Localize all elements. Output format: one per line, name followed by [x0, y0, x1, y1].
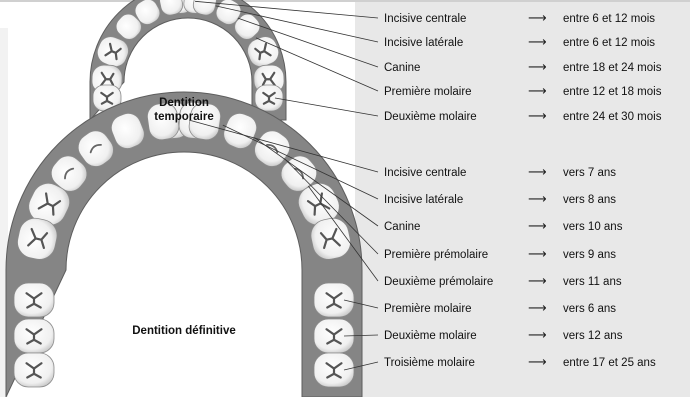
perm-tooth-right	[314, 353, 354, 387]
perm-age-label: vers 7 ans	[563, 167, 616, 179]
perm-age-label: vers 8 ans	[563, 194, 616, 206]
arrow-icon: ⟶	[528, 165, 547, 180]
perm-age-label: entre 17 et 25 ans	[563, 357, 656, 369]
perm-tooth-label: Deuxième molaire	[384, 330, 477, 342]
arrow-icon: ⟶	[528, 109, 547, 124]
permanent-title: Dentition définitive	[132, 325, 236, 337]
perm-age-label: vers 9 ans	[563, 249, 616, 261]
temporary-title-line1: Dentition	[159, 97, 209, 109]
arrow-icon: ⟶	[528, 35, 547, 50]
perm-age-label: vers 10 ans	[563, 221, 623, 233]
arrow-icon: ⟶	[528, 355, 547, 370]
perm-tooth-label: Incisive latérale	[384, 194, 463, 206]
arrow-icon: ⟶	[528, 274, 547, 289]
temp-tooth-label: Incisive latérale	[384, 37, 463, 49]
arrow-icon: ⟶	[528, 11, 547, 26]
temp-age-label: entre 24 et 30 mois	[563, 111, 662, 123]
perm-age-label: vers 11 ans	[563, 276, 622, 288]
perm-tooth-label: Troisième molaire	[384, 357, 475, 369]
perm-tooth-left	[14, 319, 54, 353]
permanent-arch	[6, 92, 362, 397]
arrow-icon: ⟶	[528, 219, 547, 234]
perm-tooth-left	[14, 353, 54, 387]
perm-tooth-label: Deuxième prémolaire	[384, 276, 493, 288]
arrow-icon: ⟶	[528, 60, 547, 75]
arrow-icon: ⟶	[528, 247, 547, 262]
temp-age-label: entre 6 et 12 mois	[563, 37, 655, 49]
temp-tooth-label: Incisive centrale	[384, 13, 466, 25]
perm-tooth-right	[314, 283, 354, 317]
perm-age-label: vers 12 ans	[563, 330, 623, 342]
perm-tooth-label: Première molaire	[384, 303, 472, 315]
arrow-icon: ⟶	[528, 192, 547, 207]
perm-age-label: vers 6 ans	[563, 303, 616, 315]
perm-tooth-label: Première prémolaire	[384, 249, 488, 261]
temp-leader-line	[275, 98, 378, 116]
arrow-icon: ⟶	[528, 301, 547, 316]
temp-tooth-label: Première molaire	[384, 86, 472, 98]
temp-age-label: entre 12 et 18 mois	[563, 86, 662, 98]
perm-tooth-label: Canine	[384, 221, 420, 233]
arrow-icon: ⟶	[528, 328, 547, 343]
perm-tooth-label: Incisive centrale	[384, 167, 466, 179]
temp-tooth-label: Deuxième molaire	[384, 111, 477, 123]
perm-tooth-left	[14, 283, 54, 317]
temp-age-label: entre 6 et 12 mois	[563, 13, 655, 25]
arrow-icon: ⟶	[528, 84, 547, 99]
temp-tooth-label: Canine	[384, 62, 420, 74]
temp-age-label: entre 18 et 24 mois	[563, 62, 662, 74]
temp-tooth-right	[255, 85, 283, 111]
temporary-title-line2: temporaire	[154, 111, 213, 123]
